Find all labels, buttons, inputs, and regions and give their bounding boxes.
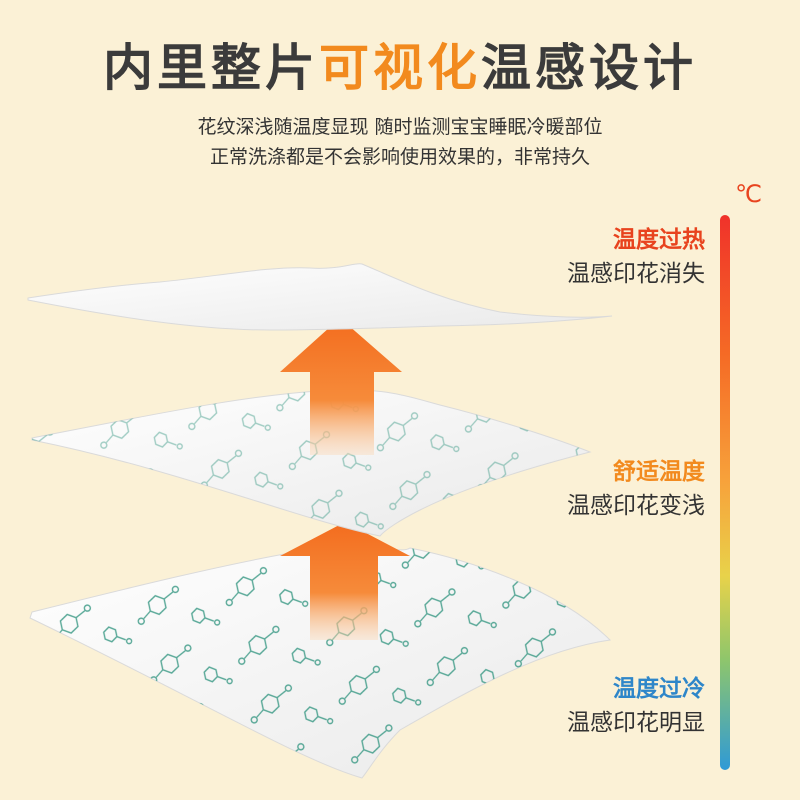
- title-part2: 温感设计: [481, 39, 697, 97]
- level-cold-heading: 温度过冷: [613, 676, 705, 702]
- level-comfort-desc: 温感印花变浅: [567, 493, 705, 519]
- page-title: 内里整片可视化温感设计: [0, 28, 800, 100]
- title-part1: 内里整片: [103, 39, 319, 97]
- level-hot-heading: 温度过热: [613, 227, 705, 253]
- comfort-fabric-layer: [31, 389, 592, 537]
- celsius-unit: ℃: [735, 180, 762, 208]
- level-hot: 温度过热 温感印花消失: [567, 223, 705, 291]
- level-comfort: 舒适温度 温感印花变浅: [567, 455, 705, 523]
- subtitle-line2: 正常洗涤都是不会影响使用效果的，非常持久: [209, 146, 590, 168]
- level-comfort-heading: 舒适温度: [613, 459, 705, 485]
- temperature-gradient-bar: [720, 215, 730, 770]
- level-cold: 温度过冷 温感印花明显: [567, 672, 705, 740]
- subtitle: 花纹深浅随温度显现 随时监测宝宝睡眠冷暖部位 正常洗涤都是不会影响使用效果的，非…: [0, 112, 800, 172]
- level-cold-desc: 温感印花明显: [567, 710, 705, 736]
- hot-fabric-layer: [27, 263, 613, 331]
- title-highlight: 可视化: [319, 39, 481, 97]
- subtitle-line1: 花纹深浅随温度显现 随时监测宝宝睡眠冷暖部位: [197, 116, 603, 138]
- arrow-up-lower-icon: [280, 522, 410, 640]
- level-hot-desc: 温感印花消失: [567, 261, 705, 287]
- arrow-up-upper-icon: [280, 318, 402, 455]
